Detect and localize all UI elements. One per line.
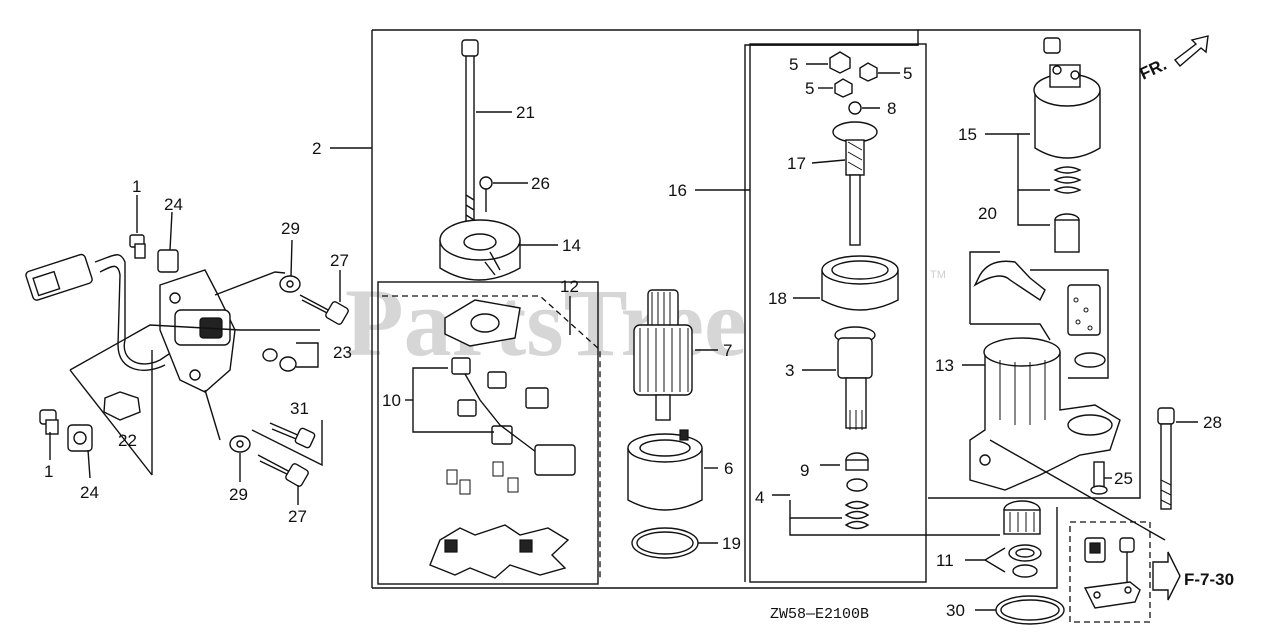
plunger [1054, 213, 1080, 253]
ref-arrow: F-7-30 [1152, 551, 1234, 601]
nut-24-bottom [67, 424, 93, 479]
assembly-frame [371, 29, 1151, 623]
callout-14: 14 [562, 236, 581, 255]
through-bolt-21 [461, 39, 512, 225]
callout-16: 16 [668, 181, 687, 200]
callout-27-bottom: 27 [288, 507, 307, 526]
pinion-3 [802, 326, 876, 430]
yoke-6 [627, 429, 718, 511]
screw-26 [479, 176, 528, 212]
callout-26: 26 [531, 174, 550, 193]
bolt-1-bottom [39, 409, 59, 460]
callout-29-bottom: 29 [229, 485, 248, 504]
callout-11: 11 [936, 551, 954, 570]
bolt-28 [1157, 407, 1198, 510]
solenoid-15 [985, 37, 1101, 226]
washer-29-bottom [229, 435, 251, 482]
housing-13 [962, 337, 1121, 491]
callout-10: 10 [382, 391, 401, 410]
shift-lever-20 [969, 251, 1109, 379]
washer-8 [848, 101, 880, 115]
diagram-code: ZW58—E2100B [770, 606, 869, 623]
armature-7 [633, 289, 718, 421]
brush-holder-group [405, 299, 576, 579]
bolt-1-top [129, 195, 146, 259]
callout-8: 8 [887, 99, 896, 118]
o-ring-19 [631, 527, 718, 559]
callout-7: 7 [723, 341, 732, 360]
callout-4: 4 [755, 488, 764, 507]
collar-9 [772, 452, 1000, 536]
callout-9: 9 [800, 461, 809, 480]
callout-2: 2 [312, 139, 321, 158]
callout-21: 21 [516, 103, 535, 122]
callout-24-bottom: 24 [80, 483, 99, 502]
callout-13: 13 [935, 356, 954, 375]
callout-5-c: 5 [805, 79, 814, 98]
callout-31: 31 [290, 399, 309, 418]
callout-1-top: 1 [132, 177, 141, 196]
nut-24-top [157, 211, 179, 273]
o-ring-30 [975, 595, 1065, 625]
callout-6: 6 [724, 459, 733, 478]
callout-12: 12 [560, 277, 579, 296]
callout-28: 28 [1203, 413, 1222, 432]
callout-17: 17 [787, 154, 806, 173]
callout-25: 25 [1114, 469, 1133, 488]
callout-3: 3 [785, 361, 794, 380]
front-indicator: FR. [1137, 35, 1209, 84]
front-label: FR. [1137, 55, 1170, 84]
nuts-5 [806, 51, 900, 98]
shaft-17 [811, 121, 878, 246]
ref-box-parts [1083, 537, 1141, 609]
washer-29-top [279, 239, 301, 293]
gear-18 [793, 255, 899, 311]
bolt-31 [251, 420, 323, 467]
callout-15: 15 [958, 125, 977, 144]
harness-group [25, 253, 320, 476]
callout-30: 30 [946, 601, 965, 620]
drive-gear [1003, 500, 1041, 535]
callout-18: 18 [768, 289, 787, 308]
callout-labels: 1 1 2 3 4 5 5 5 6 7 8 9 10 11 12 13 14 1… [44, 55, 1222, 620]
reference-label: F-7-30 [1184, 570, 1234, 589]
callout-5-b: 5 [903, 64, 912, 83]
callout-5-a: 5 [789, 55, 798, 74]
callout-23: 23 [333, 343, 352, 362]
bolt-27-top [299, 270, 349, 325]
washers-11 [965, 544, 1042, 578]
callout-1-bottom: 1 [44, 462, 53, 481]
callout-24-top: 24 [164, 195, 183, 214]
nuts-23 [262, 342, 319, 372]
end-cover-14 [439, 219, 558, 281]
bolt-25 [1090, 461, 1112, 495]
callout-27-top: 27 [330, 251, 349, 270]
callout-20: 20 [978, 204, 997, 223]
bolt-27-bottom [257, 454, 309, 505]
callout-19: 19 [722, 534, 741, 553]
callout-22: 22 [118, 431, 137, 450]
spring-solenoid [1053, 166, 1082, 194]
watermark-tm: TM [930, 269, 946, 281]
callout-29-top: 29 [281, 219, 300, 238]
